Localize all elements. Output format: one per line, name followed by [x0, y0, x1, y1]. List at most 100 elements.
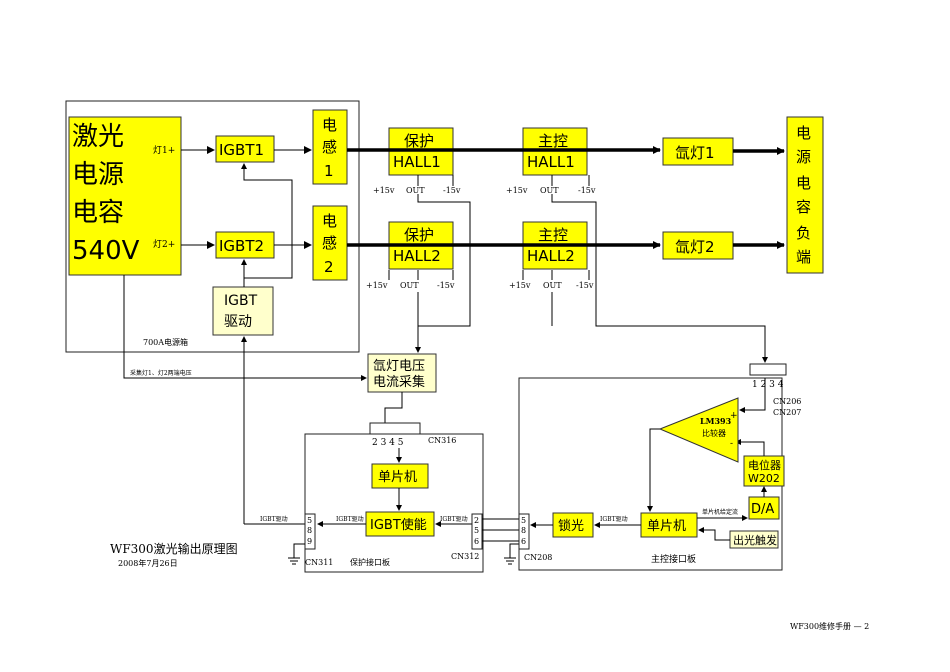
protect-hall1-l1: 保护	[404, 132, 434, 150]
lock-label: 锁光	[558, 518, 584, 534]
collector-l1: 氙灯电压	[373, 359, 425, 374]
cn311-name: CN311	[305, 558, 333, 567]
cn311-ground-wire	[293, 543, 305, 558]
wire-trigger-mcu	[698, 527, 730, 541]
ph2-out: OUT	[400, 281, 419, 290]
ground-icon	[504, 557, 516, 565]
cn208-pin2: 8	[521, 526, 526, 535]
pot-l2: W202	[748, 472, 780, 485]
cn208-connector	[518, 513, 530, 550]
lamp1-label: 氙灯1	[675, 144, 715, 162]
inductor2-c3: 2	[324, 258, 334, 276]
cn208-pin3: 6	[521, 537, 526, 546]
wire-ph1-out	[417, 194, 471, 327]
protect-hall2-l2: HALL2	[393, 247, 441, 265]
wire-comparator-mcu	[647, 428, 660, 512]
inductor2-c1: 电	[322, 212, 337, 230]
cn207-name: CN207	[773, 408, 801, 417]
wire-drive-igbt2	[241, 245, 293, 279]
ph1-out: OUT	[406, 186, 425, 195]
ph1-m15: -15v	[443, 186, 461, 195]
mh1-m15: -15v	[578, 186, 596, 195]
setpoint-label: 单片机给定流	[702, 508, 738, 516]
lm393-comparator-icon	[658, 397, 739, 463]
mh2-p15: +15v	[509, 281, 531, 290]
sample-label: 采集灯1、灯2两端电压	[130, 369, 192, 377]
diagram-title: WF300激光输出原理图	[110, 541, 238, 556]
cap-negative-box	[786, 116, 824, 274]
wire-collector-cn316	[384, 392, 403, 423]
collector-l2: 电流采集	[373, 374, 425, 390]
cn312-pin3: 6	[474, 537, 479, 546]
power-line-1: 激光	[72, 122, 124, 152]
capneg-c1: 电	[796, 124, 811, 142]
inductor1-c1: 电	[322, 116, 337, 134]
cn311-pin3: 9	[307, 537, 312, 546]
wire-mh1-out	[551, 194, 768, 363]
diagram-date: 2008年7月26日	[118, 558, 178, 568]
igbt1-box	[215, 135, 275, 163]
igbt-drive-line2: 驱动	[224, 314, 252, 330]
wire-sample-voltage	[123, 275, 367, 381]
inductor1-c3: 1	[324, 162, 334, 180]
capneg-c5: 负	[796, 224, 811, 242]
cn312-pin2: 5	[474, 526, 479, 535]
enable-drive-label: IGBT驱动	[336, 516, 364, 523]
igbt-drive-line1: IGBT	[224, 293, 258, 309]
capneg-c3: 电	[796, 174, 811, 192]
cn316-pins: 2 3 4 5	[372, 438, 404, 448]
collector-box	[367, 353, 437, 393]
cn316-header	[369, 422, 421, 435]
cn206-name: CN206	[773, 397, 801, 406]
power-box-label: 700A电源箱	[143, 337, 188, 347]
cn312-pin1: 2	[474, 516, 479, 525]
main-mcu-label: 单片机	[647, 519, 686, 534]
inductor2-box	[312, 205, 348, 281]
protect-mcu-label: 单片机	[378, 470, 417, 485]
lamp2-box	[662, 231, 734, 260]
ph2-p15: +15v	[366, 281, 388, 290]
cn311-pin1: 5	[307, 516, 312, 525]
cn206-header	[749, 363, 787, 376]
lm393-l1: LM393	[700, 416, 732, 426]
ph2-m15: -15v	[437, 281, 455, 290]
cn208-name: CN208	[524, 553, 552, 562]
footer-page: WF300维修手册 — 2	[790, 621, 869, 631]
lock-box	[552, 512, 594, 538]
power-line-2: 电源	[72, 160, 124, 190]
cn311-drive-label: IGBT驱动	[260, 516, 288, 523]
main-hall2-l2: HALL2	[527, 247, 575, 265]
inductor1-box	[312, 109, 348, 185]
wire-cn206-comparator	[739, 378, 766, 413]
cn312-connector	[471, 513, 483, 550]
cn316-name: CN316	[428, 436, 456, 445]
main-hall2-l1: 主控	[538, 226, 568, 244]
lamp2-plus-label: 灯2+	[153, 239, 175, 250]
cn208-ground-wire	[509, 543, 519, 558]
main-board-label: 主控接口板	[651, 553, 696, 565]
laser-power-capacitor-block	[68, 116, 182, 276]
mh1-out: OUT	[540, 186, 559, 195]
igbt-enable-box	[365, 511, 435, 537]
main-hall1-l1: 主控	[538, 132, 568, 150]
inductor2-c2: 感	[322, 234, 337, 252]
protect-hall1-l2: HALL1	[393, 153, 441, 171]
wire-pot-comparator	[735, 439, 765, 456]
protect-mcu-box	[371, 463, 429, 489]
wire-drive-igbt1	[241, 163, 293, 245]
cn311-pin2: 8	[307, 526, 312, 535]
igbt2-label: IGBT2	[219, 237, 264, 255]
mh2-out: OUT	[543, 281, 562, 290]
igbt-drive-box	[212, 286, 274, 336]
cn311-connector	[304, 513, 316, 550]
capneg-c6: 端	[796, 248, 811, 266]
power-supply-box-frame	[65, 100, 360, 353]
capneg-c2: 源	[796, 148, 811, 166]
lm393-plus: +	[730, 411, 738, 421]
light-trigger-label: 出光触发	[733, 533, 777, 547]
pot-l1: 电位器	[748, 458, 781, 472]
lamp1-box	[662, 137, 734, 166]
mh1-p15: +15v	[506, 186, 528, 195]
da-label: D/A	[751, 502, 774, 517]
